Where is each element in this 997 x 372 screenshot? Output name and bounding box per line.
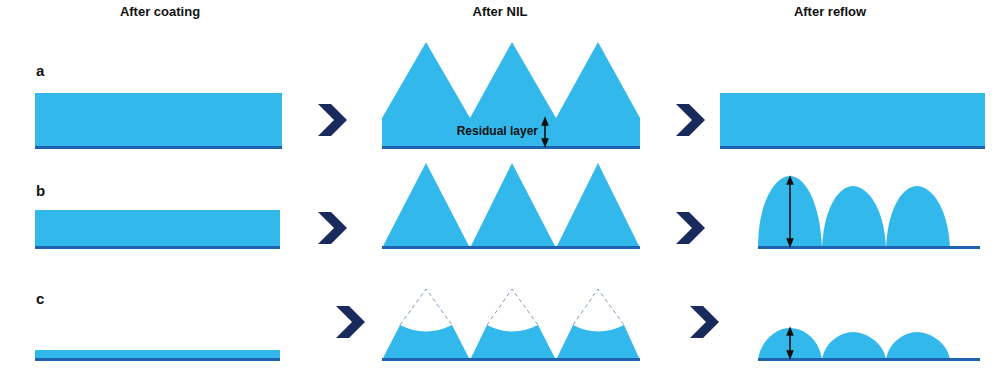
column-heading: After NIL: [473, 4, 528, 19]
row-letter: b: [36, 182, 45, 199]
column-heading: After coating: [120, 4, 200, 19]
row-letter: a: [36, 62, 44, 79]
row-letter: c: [36, 290, 44, 307]
dimension-label: Residual layer: [457, 124, 538, 138]
column-heading: After reflow: [794, 4, 866, 19]
